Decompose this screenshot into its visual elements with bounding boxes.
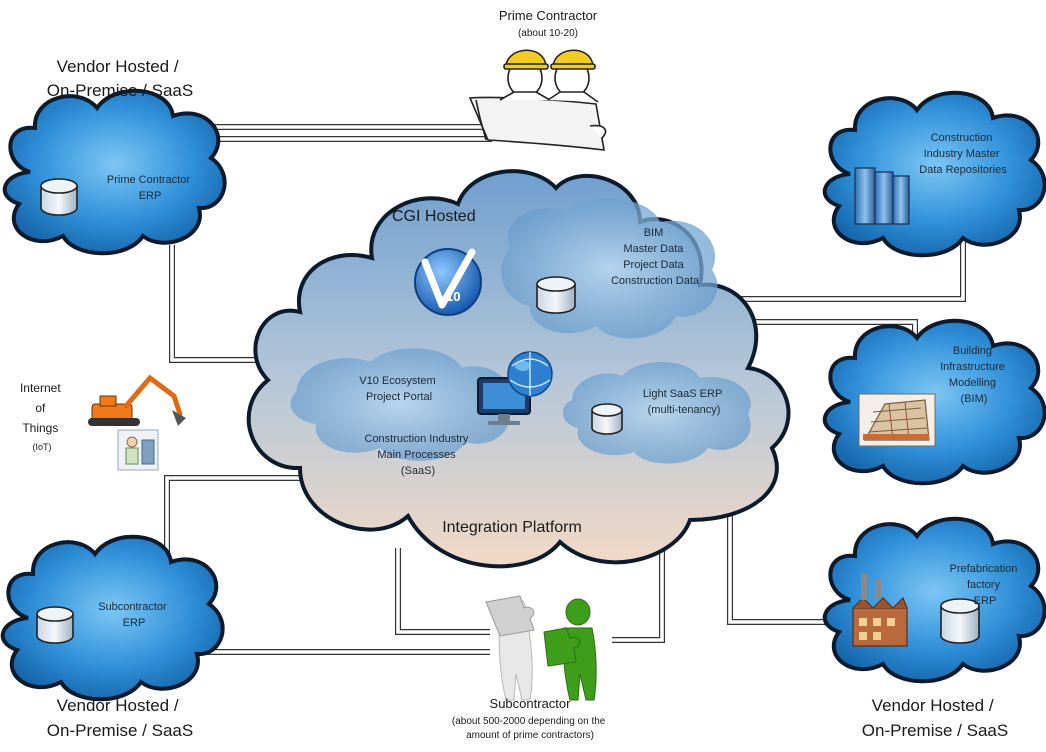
prime-contractor-title: Prime Contractor bbox=[499, 8, 598, 23]
cloud-subcontractor-erp bbox=[0, 534, 225, 702]
subcontractor-title: Subcontractor bbox=[490, 696, 572, 711]
bottom-left-hosting-label: Vendor Hosted / On-Premise / SaaS bbox=[47, 696, 193, 740]
processes-label: Construction Industry Main Processes (Sa… bbox=[365, 433, 472, 477]
master-data-label: Construction Industry Master Data Reposi… bbox=[919, 132, 1007, 176]
portal-subcloud bbox=[290, 348, 510, 461]
cloud-master-data-repositories bbox=[822, 90, 1046, 258]
prefab-label: Prefabrication factory ERP bbox=[950, 563, 1021, 607]
prefab-database-icon bbox=[940, 598, 980, 644]
worker-machine-icon bbox=[117, 429, 159, 471]
puzzle-people-icon bbox=[485, 595, 597, 701]
globe-monitor-icon bbox=[477, 351, 553, 425]
pipe-subcontractor bbox=[200, 478, 665, 655]
factory-icon bbox=[852, 574, 908, 647]
prime-contractor-sub: (about 10-20) bbox=[518, 28, 578, 39]
top-left-hosting-label: Vendor Hosted / On-Premise / SaaS bbox=[47, 57, 193, 100]
cloud-bim bbox=[822, 318, 1046, 486]
light-erp-label: Light SaaS ERP (multi-tenancy) bbox=[643, 388, 725, 416]
v10-logo: 10 bbox=[414, 248, 482, 316]
cgi-hosted-label: CGI Hosted bbox=[392, 208, 476, 225]
engineers-blueprint-icon bbox=[468, 49, 607, 151]
light-erp-database-icon bbox=[591, 403, 623, 435]
subcontractor-sub: (about 500-2000 depending on the amount … bbox=[452, 716, 608, 741]
subcontractor-erp-label: Subcontractor ERP bbox=[98, 601, 170, 629]
v10-logo-text: 10 bbox=[446, 289, 460, 304]
data-services-label: BIM Master Data Project Data Constructio… bbox=[611, 227, 700, 287]
building-model-icon bbox=[858, 393, 936, 447]
pipe-master-data bbox=[700, 220, 966, 302]
prime-erp-database-icon bbox=[40, 178, 78, 216]
data-services-database-icon bbox=[536, 276, 576, 314]
pipe-prefab bbox=[727, 486, 852, 625]
cloud-prefab-factory-erp bbox=[822, 516, 1046, 684]
pipe-prime-contractor bbox=[200, 124, 492, 142]
light-erp-subcloud bbox=[562, 361, 751, 464]
connection-pipes bbox=[164, 124, 966, 655]
integration-platform-label: Integration Platform bbox=[442, 519, 582, 536]
books-icon bbox=[854, 167, 910, 225]
excavator-icon bbox=[88, 374, 186, 426]
cloud-prime-contractor-erp bbox=[2, 88, 227, 256]
iot-label: Internet of Things (IoT) bbox=[20, 381, 64, 452]
bim-label: Building Infrastructure Modelling (BIM) bbox=[940, 345, 1008, 405]
subcontractor-erp-database-icon bbox=[36, 606, 74, 644]
bottom-right-hosting-label: Vendor Hosted / On-Premise / SaaS bbox=[862, 696, 1008, 740]
portal-label: V10 Ecosystem Project Portal bbox=[359, 375, 438, 403]
prime-erp-label: Prime Contractor ERP bbox=[107, 174, 193, 202]
